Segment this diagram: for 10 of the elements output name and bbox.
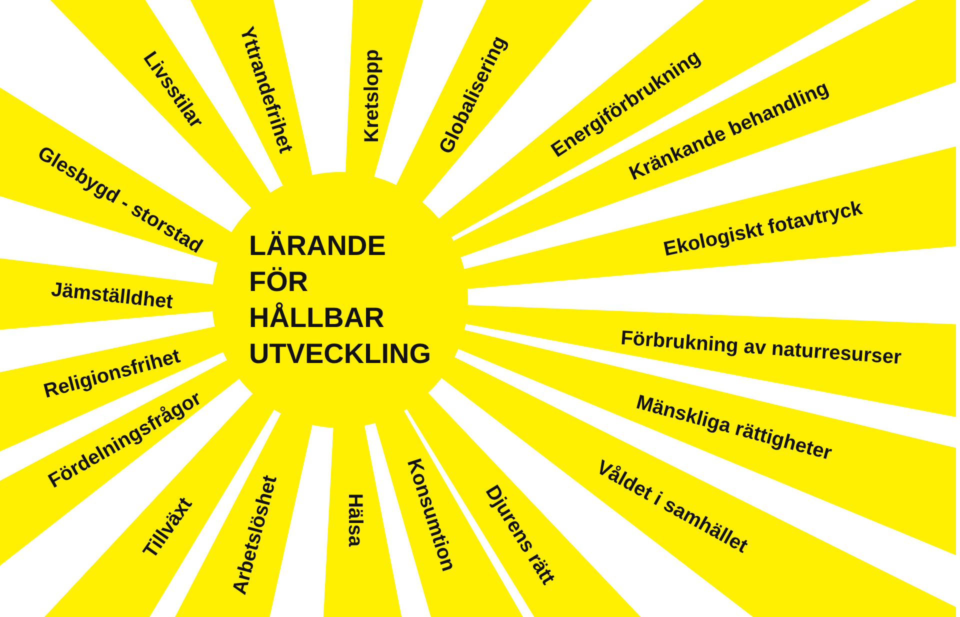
ray-label: Kretslopp: [361, 48, 384, 142]
ray-label: Förbrukning av naturresurser: [620, 327, 902, 369]
sun-ray: [323, 424, 402, 617]
ray-label: Ekologiskt fotavtryck: [662, 197, 864, 261]
ray-label: Jämställdhet: [50, 278, 174, 314]
sun-ray: [456, 329, 956, 556]
sun-ray: [0, 258, 215, 330]
center-heading: LÄRANDE FÖR HÅLLBAR UTVECKLING: [249, 229, 431, 371]
sun-ray: [345, 0, 424, 179]
ray-label: Hälsa: [344, 492, 366, 546]
